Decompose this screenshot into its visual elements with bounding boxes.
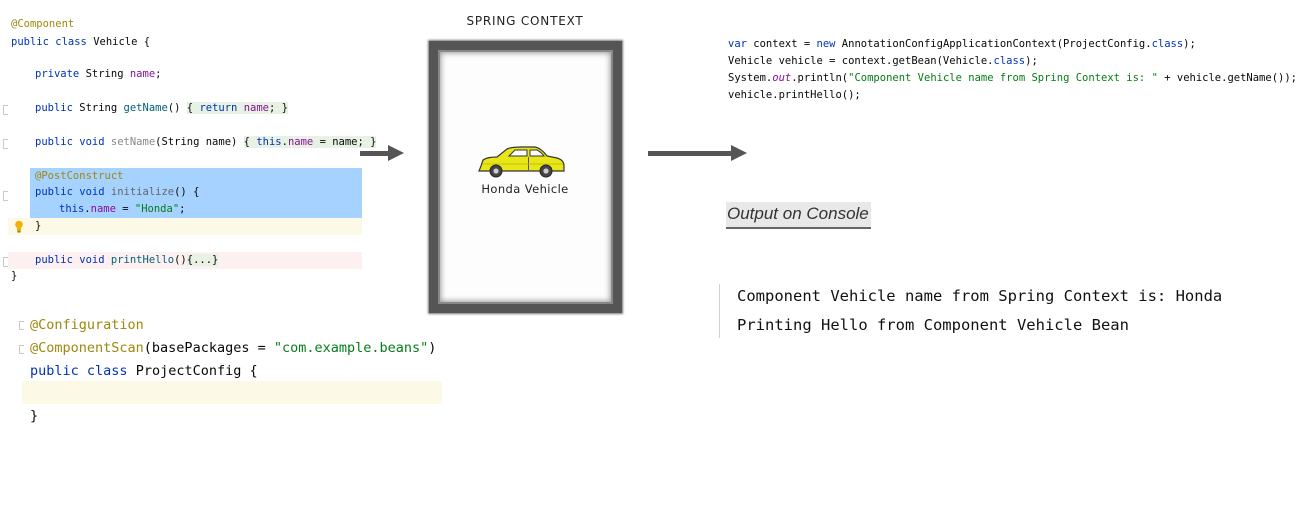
code-line: vehicle.printHello();	[728, 89, 861, 101]
console-gutter	[719, 284, 720, 338]
code-line: @ComponentScan(basePackages = "com.examp…	[30, 340, 437, 356]
console-line: Component Vehicle name from Spring Conte…	[737, 287, 1223, 305]
fold-marker[interactable]	[19, 345, 24, 354]
code-line: System.out.println("Component Vehicle na…	[728, 72, 1297, 84]
arrow-to-main	[648, 145, 747, 161]
fold-marker[interactable]	[3, 139, 8, 149]
current-line-highlight	[8, 218, 362, 235]
code-line: public class Vehicle {	[11, 36, 151, 48]
lightbulb-icon[interactable]	[14, 220, 24, 233]
code-line: public void printHello(){...}	[35, 254, 219, 266]
code-line: @Configuration	[30, 317, 144, 333]
code-line: public void setName(String name) { this.…	[35, 136, 377, 148]
vehicle-class-code: @Component public class Vehicle { privat…	[3, 18, 377, 282]
main-code: var context = new AnnotationConfigApplic…	[0, 38, 1306, 420]
fold-marker[interactable]	[19, 321, 24, 330]
code-line: }	[30, 408, 39, 424]
current-line-highlight	[22, 381, 442, 404]
car-icon	[478, 146, 565, 178]
code-line: this.name = "Honda";	[59, 203, 186, 215]
selection-highlight	[30, 168, 362, 218]
output-title: Output on Console	[726, 202, 871, 229]
arrow-to-context	[360, 145, 404, 161]
spring-context-title: SPRING CONTEXT	[466, 14, 584, 28]
code-line: public void initialize() {	[35, 186, 200, 198]
code-line: @Component	[11, 18, 75, 30]
code-line: }	[35, 220, 42, 232]
console-line: Printing Hello from Component Vehicle Be…	[737, 316, 1129, 334]
breakpoint-line-highlight	[8, 252, 362, 269]
fold-marker[interactable]	[3, 105, 8, 115]
code-line: Vehicle vehicle = context.getBean(Vehicl…	[728, 55, 1038, 67]
code-line: var context = new AnnotationConfigApplic…	[728, 38, 1196, 50]
fold-marker[interactable]	[3, 191, 8, 201]
project-config-code: @Configuration @ComponentScan(basePackag…	[0, 317, 1306, 516]
code-line: public class ProjectConfig {	[30, 363, 258, 379]
spring-context-frame	[429, 41, 622, 313]
bean-label: Honda Vehicle	[481, 182, 569, 196]
code-line: @PostConstruct	[35, 170, 124, 182]
code-line: public String getName() { return name; }	[35, 102, 288, 114]
fold-marker[interactable]	[3, 257, 8, 267]
code-line: private String name;	[35, 68, 162, 80]
code-line: }	[11, 270, 18, 282]
